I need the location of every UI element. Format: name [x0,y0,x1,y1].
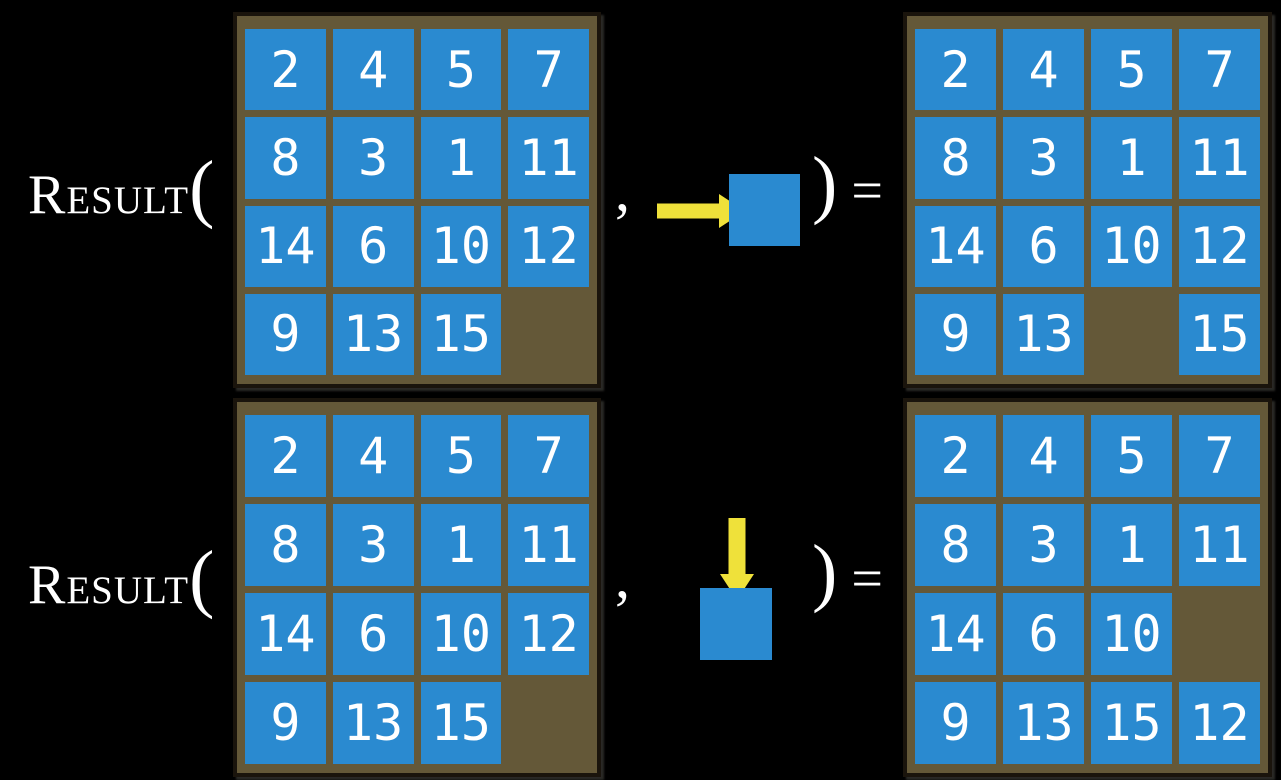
puzzle-tile: 11 [1179,504,1260,586]
function-name: Result [28,164,190,226]
puzzle-tile: 9 [915,293,996,375]
puzzle-tile: 11 [508,117,589,199]
puzzle-tile: 6 [1003,593,1084,675]
blank-cell [508,682,589,764]
puzzle-tile: 1 [420,504,502,586]
argument-comma: , [615,544,630,610]
puzzle-tile: 13 [332,682,414,764]
puzzle-tile: 9 [245,682,326,764]
puzzle-tile: 13 [1003,293,1084,375]
open-paren: ( [189,146,215,230]
puzzle-tile: 4 [332,29,414,111]
puzzle-tile: 11 [508,504,589,586]
puzzle-tile: 4 [1003,29,1084,111]
arrow-down-icon [720,518,754,600]
puzzle-tile: 8 [245,504,326,586]
puzzle-tile: 10 [420,593,502,675]
puzzle-tile: 5 [420,29,502,111]
puzzle-tile: 12 [508,593,589,675]
puzzle-tile: 1 [1091,504,1172,586]
puzzle-tile: 9 [915,682,996,764]
puzzle-tile: 15 [420,682,502,764]
puzzle-tile: 8 [915,117,996,199]
blank-cell [508,294,589,375]
puzzle-tile: 12 [508,205,589,287]
puzzle-tile: 10 [1091,205,1172,287]
puzzle-tile: 3 [332,117,414,199]
function-label: Result( [28,540,214,616]
puzzle-tile: 15 [1179,293,1260,375]
puzzle-tile: 3 [1003,504,1084,586]
puzzle-tile: 5 [1091,29,1172,111]
puzzle-tile: 10 [420,205,502,287]
equation-rhs: )= [812,146,883,222]
puzzle-tile: 6 [332,593,414,675]
equals-sign: = [851,548,883,610]
argument-comma: , [615,157,630,223]
puzzle-tile: 12 [1179,205,1260,287]
puzzle-tile: 6 [332,205,414,287]
puzzle-tile: 15 [1091,682,1172,764]
puzzle-tile: 3 [1003,117,1084,199]
function-name: Result [28,554,190,616]
move-tile [729,174,800,246]
puzzle-tile: 1 [1091,117,1172,199]
puzzle-tile: 7 [1179,415,1260,497]
puzzle-tile: 5 [1091,415,1172,497]
puzzle-tile: 9 [245,293,326,375]
puzzle-tile: 1 [420,117,502,199]
puzzle-tile: 2 [915,415,996,497]
move-tile [700,588,772,660]
puzzle-tile: 3 [332,504,414,586]
puzzle-tile: 5 [420,415,502,497]
puzzle-tile: 14 [915,205,996,287]
puzzle-tile: 6 [1003,205,1084,287]
equation-rhs: )= [812,534,883,610]
puzzle-tile: 2 [245,415,326,497]
close-paren: ) [812,142,838,226]
puzzle-tile: 7 [1179,29,1260,111]
blank-cell [1179,593,1260,675]
function-label: Result( [28,150,214,226]
puzzle-tile: 2 [915,29,996,111]
open-paren: ( [189,536,215,620]
puzzle-tile: 14 [245,593,326,675]
puzzle-tile: 7 [508,29,589,111]
arrow-right-icon [657,194,745,228]
puzzle-tile: 11 [1179,117,1260,199]
puzzle-tile: 7 [508,415,589,497]
puzzle-tile: 14 [915,593,996,675]
blank-cell [1091,294,1172,375]
close-paren: ) [812,530,838,614]
puzzle-tile: 10 [1091,593,1172,675]
puzzle-tile: 15 [420,293,502,375]
puzzle-tile: 12 [1179,682,1260,764]
equals-sign: = [851,160,883,222]
puzzle-tile: 8 [245,117,326,199]
puzzle-tile: 2 [245,29,326,111]
puzzle-tile: 14 [245,205,326,287]
puzzle-tile: 13 [1003,682,1084,764]
puzzle-tile: 4 [1003,415,1084,497]
puzzle-tile: 13 [332,293,414,375]
puzzle-tile: 8 [915,504,996,586]
puzzle-tile: 4 [332,415,414,497]
